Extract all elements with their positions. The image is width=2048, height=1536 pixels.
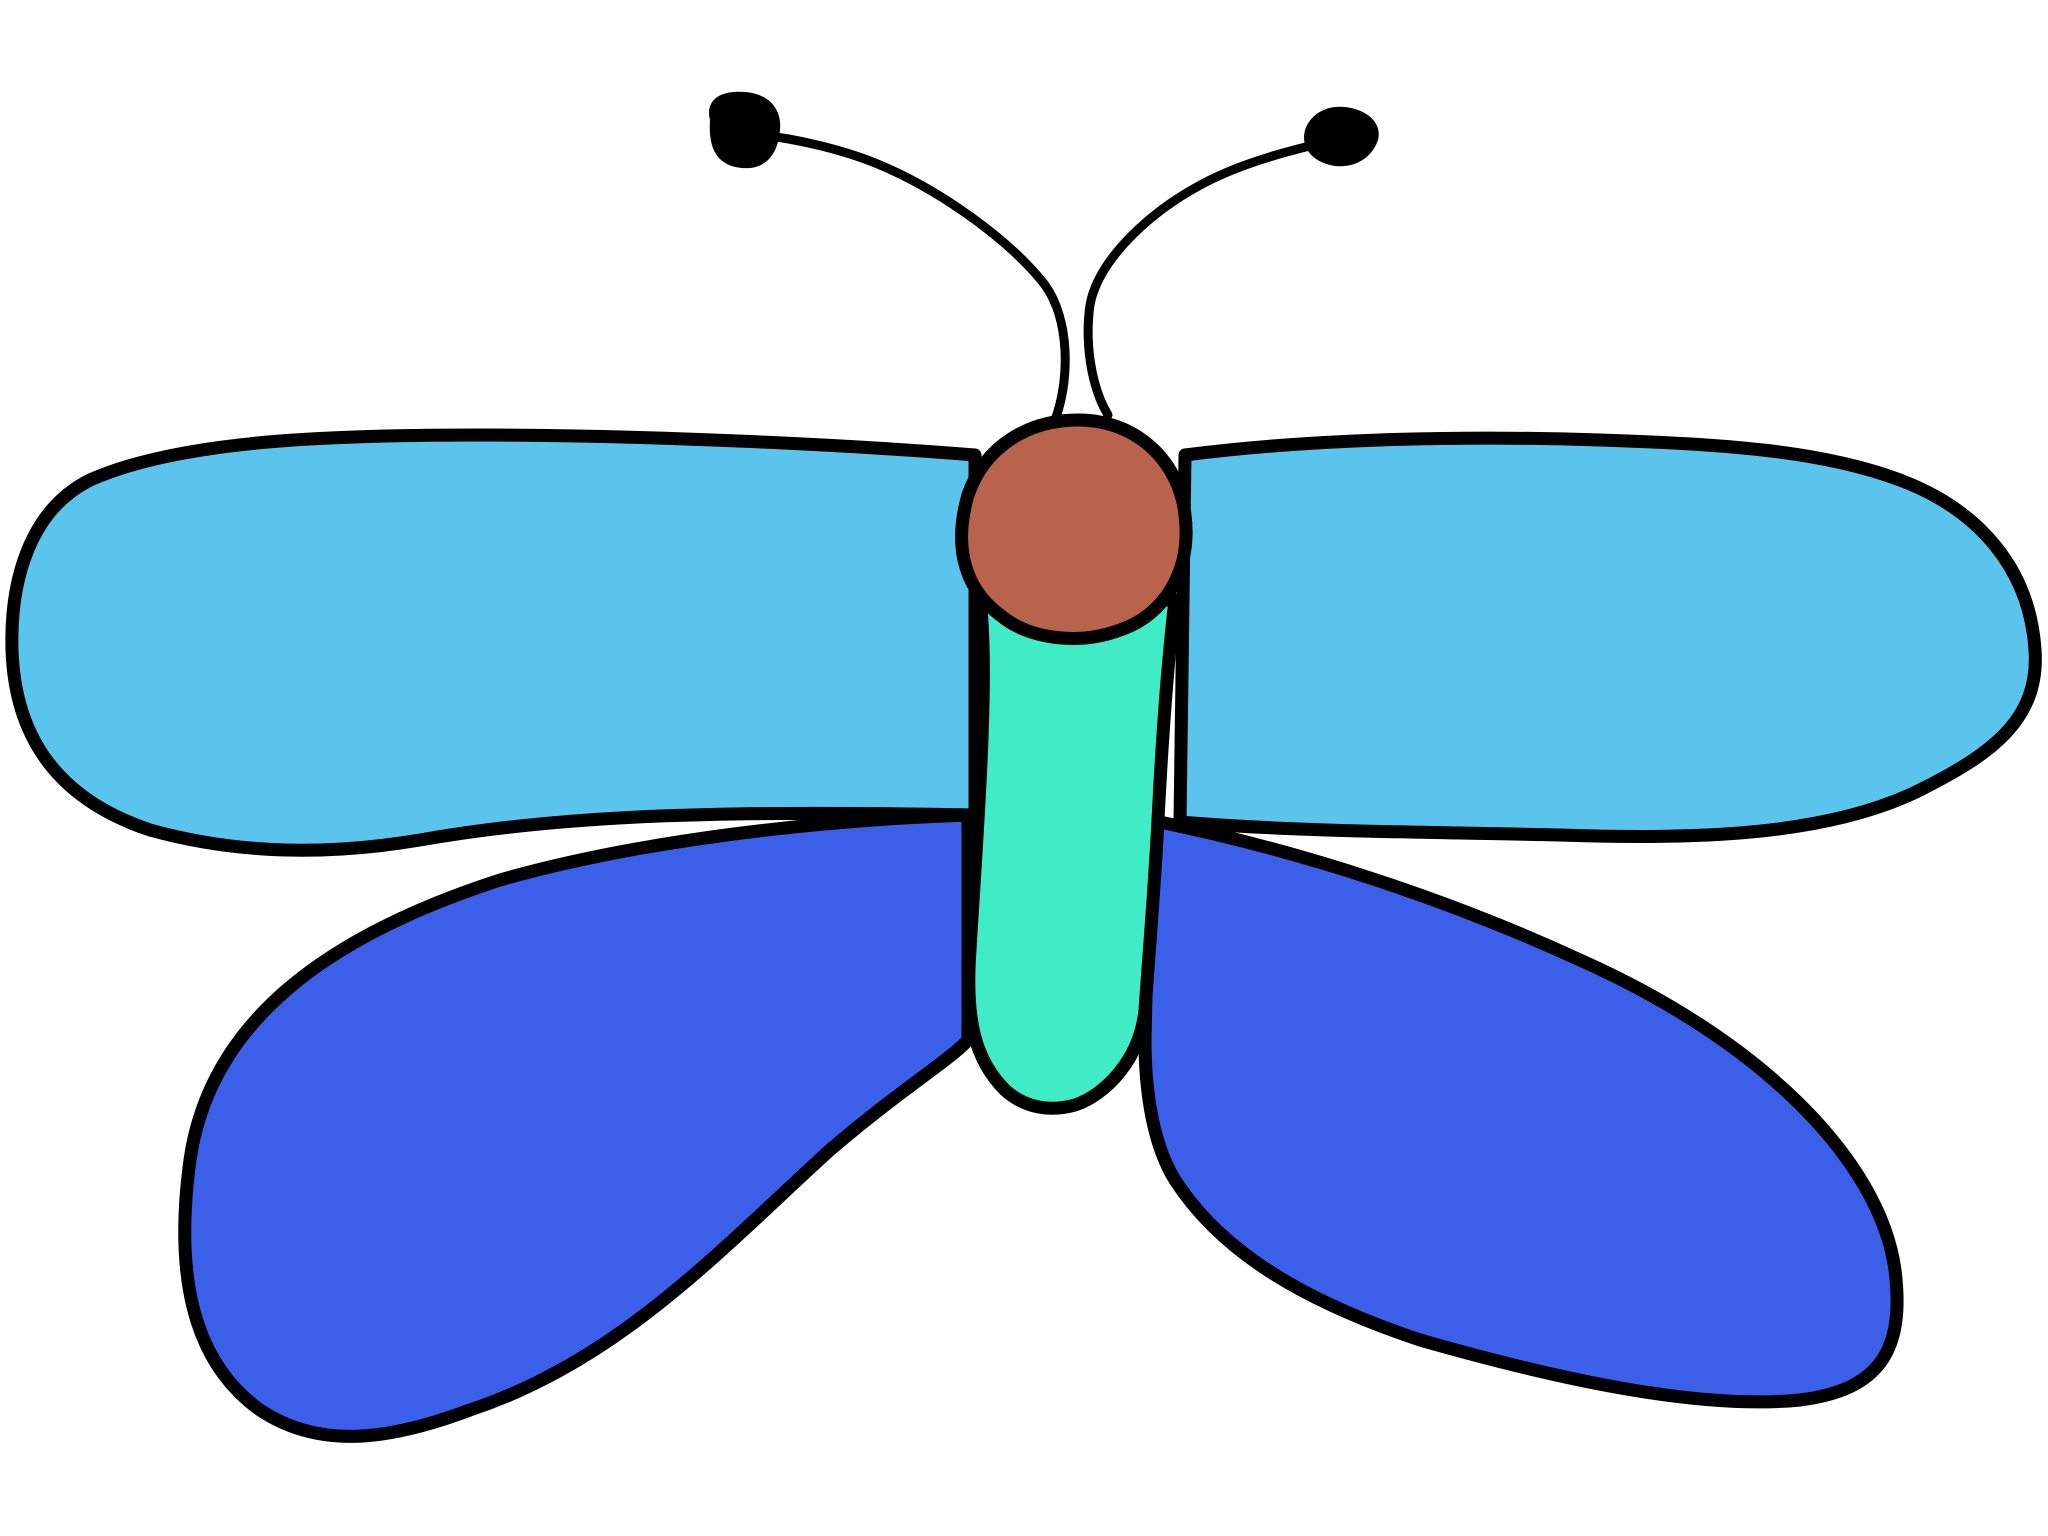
right-antenna: [1083, 135, 1340, 420]
right-lower-wing: [1138, 813, 1904, 1409]
head: [955, 413, 1193, 645]
left-antenna: [755, 130, 1070, 425]
left-upper-wing: [5, 428, 982, 857]
right-upper-wing: [1173, 431, 2042, 844]
right-antenna-tip: [1304, 106, 1379, 167]
abdomen: [962, 593, 1182, 1115]
left-lower-wing: [178, 808, 975, 1443]
left-antenna-tip: [709, 91, 781, 169]
